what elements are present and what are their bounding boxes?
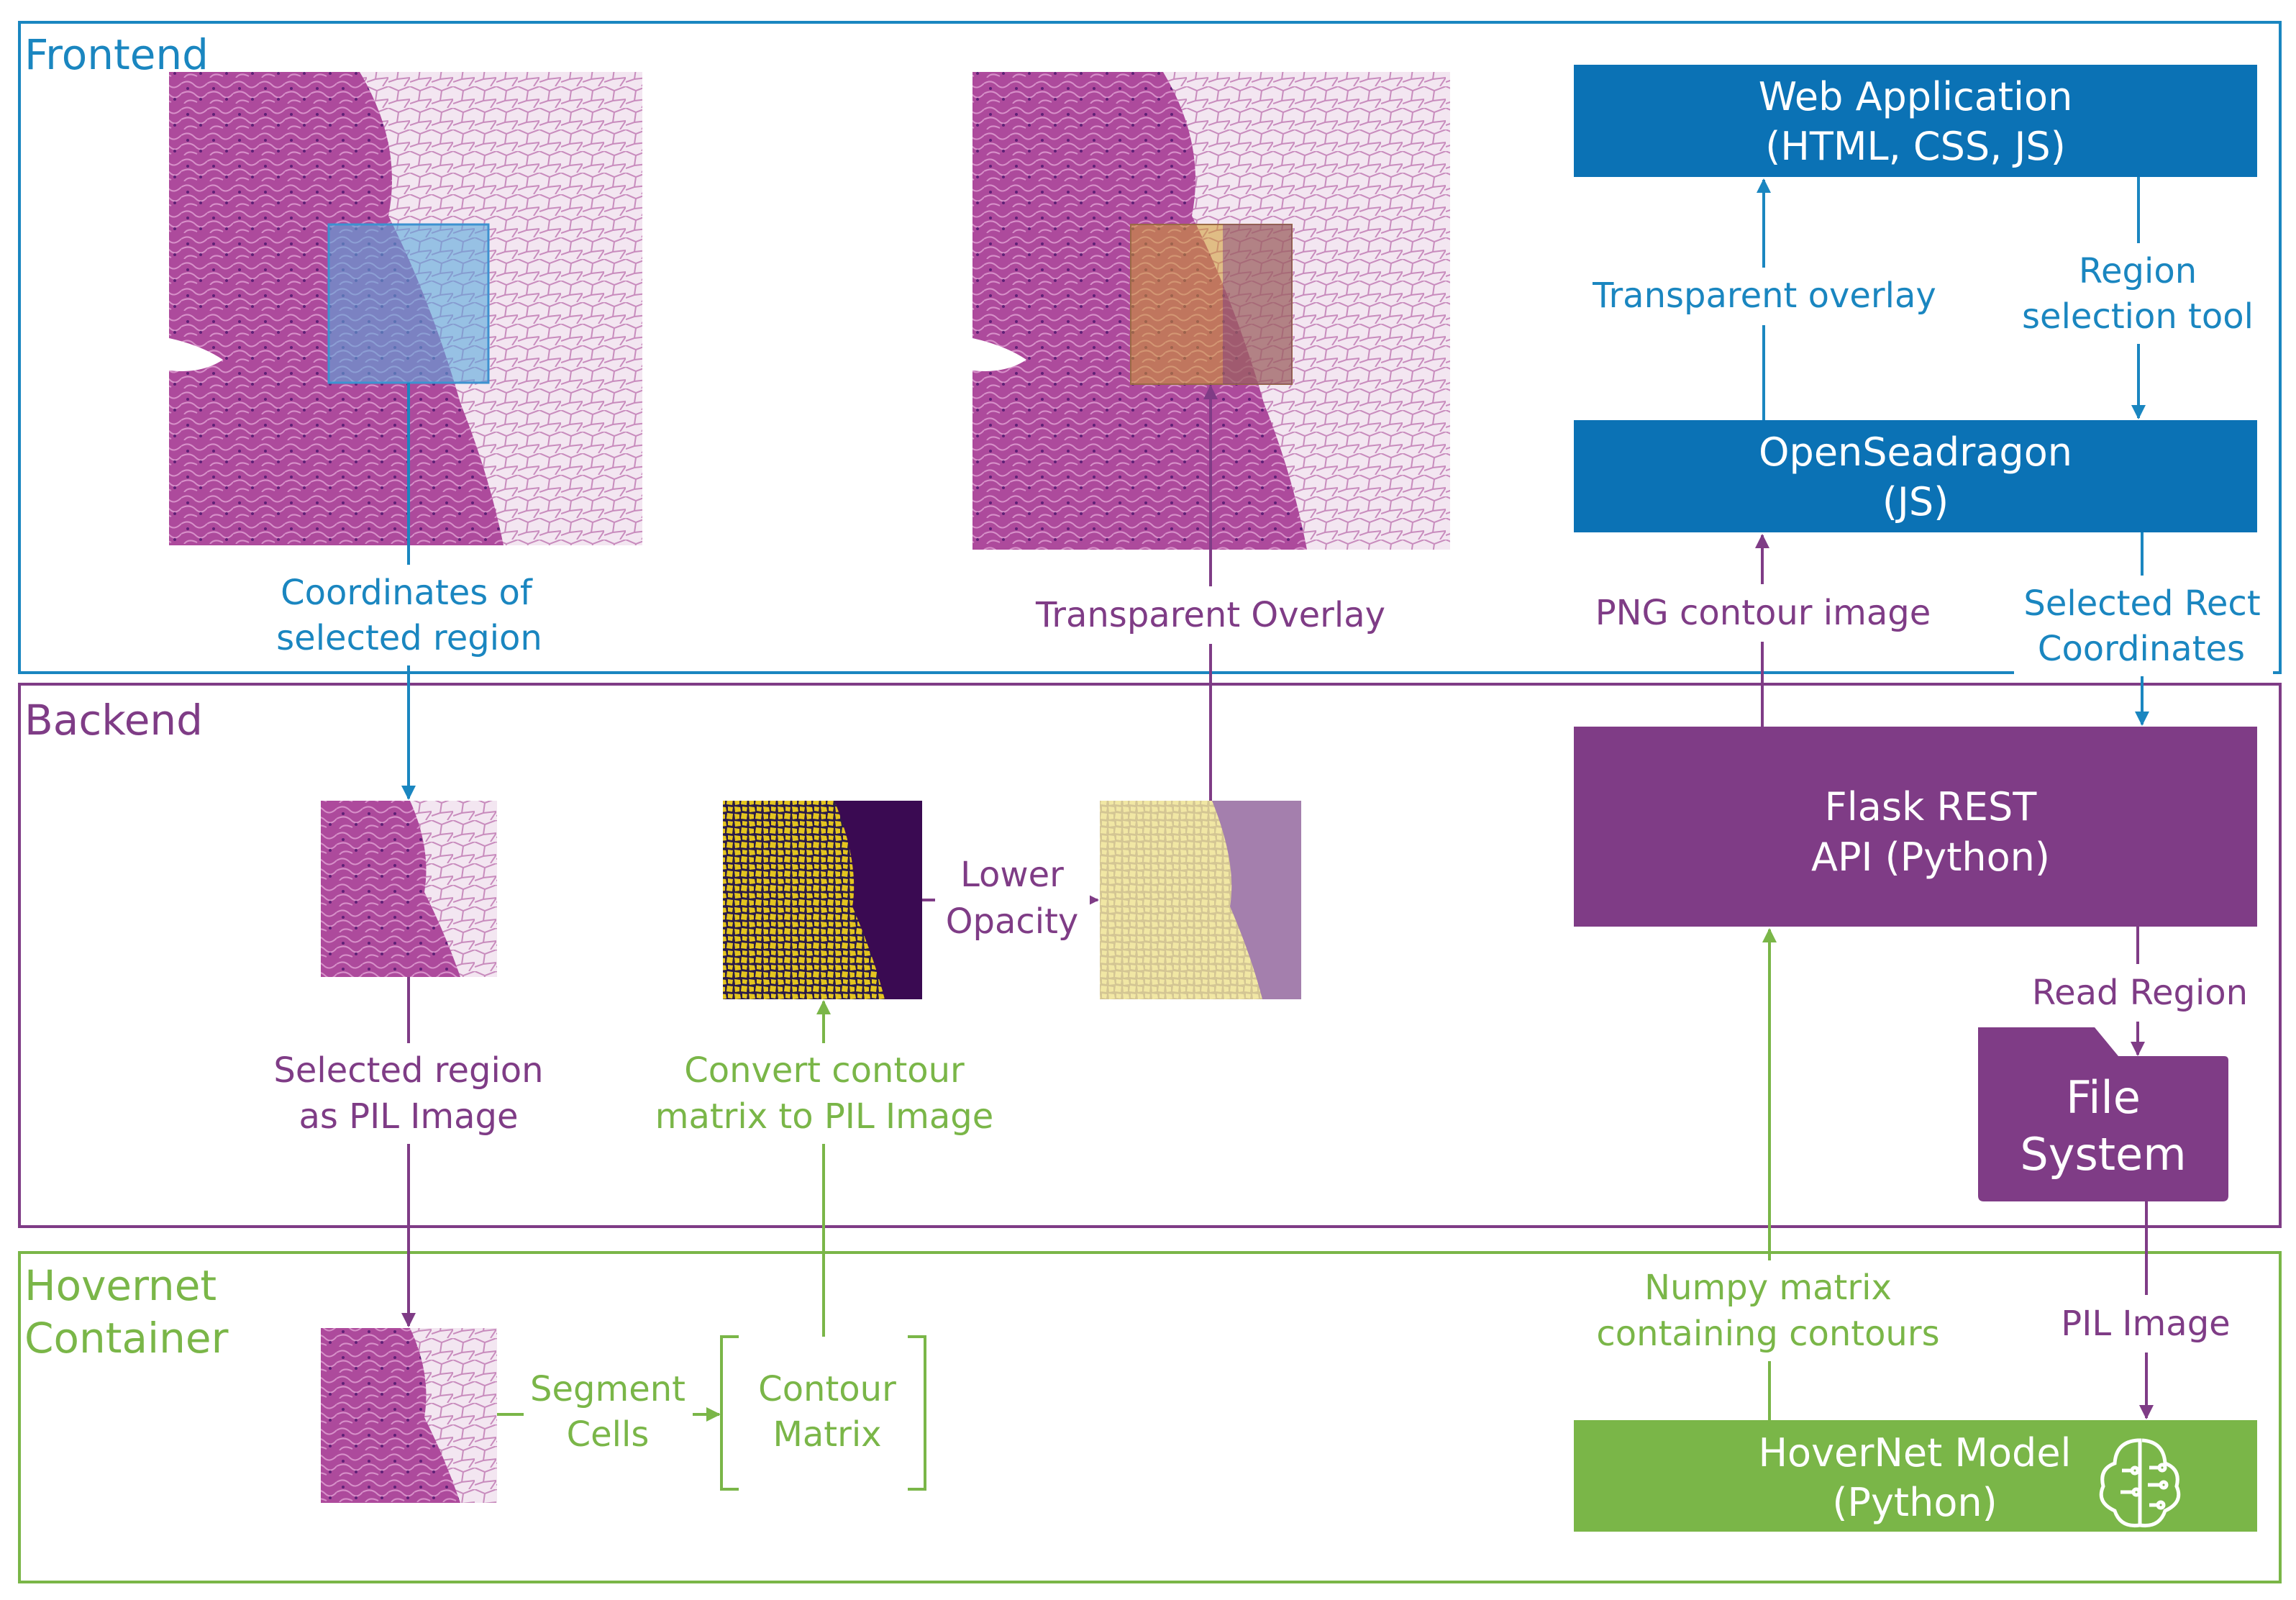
selection-rectangle — [327, 223, 490, 384]
label-selected-pil: Selected region as PIL Image — [266, 1043, 554, 1144]
svg-text:PIL Image: PIL Image — [2061, 1304, 2230, 1344]
flask-api-box: Flask REST API (Python) — [1574, 727, 2257, 927]
svg-text:API (Python): API (Python) — [1811, 835, 2050, 880]
low-opacity-image — [1100, 801, 1301, 999]
svg-text:Convert contour: Convert contour — [684, 1050, 965, 1091]
svg-text:Selected region: Selected region — [273, 1050, 543, 1091]
svg-text:Lower: Lower — [960, 855, 1064, 895]
hovernet-input-image — [321, 1328, 497, 1503]
backend-title: Backend — [24, 696, 203, 745]
hovernet-model-box: HoverNet Model (Python) — [1574, 1420, 2257, 1532]
contour-matrix-bracket — [720, 1335, 926, 1491]
label-contour-matrix: Contour Matrix — [758, 1369, 896, 1455]
svg-text:Matrix: Matrix — [773, 1414, 881, 1455]
openseadragon-box: OpenSeadragon (JS) — [1574, 420, 2257, 532]
label-numpy-matrix: Numpy matrix containing contours — [1595, 1260, 1941, 1361]
svg-text:Cells: Cells — [567, 1414, 650, 1455]
svg-text:(JS): (JS) — [1882, 479, 1949, 524]
svg-text:Selected Rect: Selected Rect — [2023, 583, 2260, 624]
label-transparent-overlay-left: Transparent Overlay — [1029, 586, 1392, 644]
svg-text:OpenSeadragon: OpenSeadragon — [1759, 429, 2072, 475]
label-read-region: Read Region — [2025, 964, 2255, 1022]
svg-text:Coordinates: Coordinates — [2038, 629, 2245, 669]
selected-region-image — [321, 801, 497, 977]
label-png-contour: PNG contour image — [1582, 584, 1942, 642]
svg-text:selection tool: selection tool — [2022, 296, 2254, 337]
svg-text:Coordinates of: Coordinates of — [281, 573, 533, 613]
label-pil-image: PIL Image — [2046, 1295, 2248, 1353]
svg-text:(HTML, CSS, JS): (HTML, CSS, JS) — [1765, 124, 2066, 169]
frontend-section — [18, 21, 2282, 674]
svg-text:Region: Region — [2079, 251, 2197, 291]
backend-section — [18, 683, 2282, 1228]
svg-text:System: System — [2020, 1128, 2186, 1181]
svg-text:HoverNet Model: HoverNet Model — [1758, 1430, 2071, 1476]
svg-text:PNG contour image: PNG contour image — [1595, 593, 1931, 633]
overlay-region — [1130, 224, 1293, 385]
svg-text:Contour: Contour — [758, 1369, 896, 1409]
svg-text:selected region: selected region — [276, 618, 542, 658]
brain-circuit-icon — [2099, 1438, 2181, 1528]
svg-text:as PIL Image: as PIL Image — [299, 1096, 518, 1137]
label-lower-opacity: Lower Opacity — [935, 847, 1090, 953]
label-segment-cells: Segment Cells — [524, 1362, 693, 1467]
contour-matrix-image — [723, 801, 922, 999]
slide-image-selection — [169, 72, 642, 545]
svg-text:File: File — [2066, 1071, 2141, 1124]
svg-text:Web Application: Web Application — [1759, 74, 2073, 119]
svg-text:Opacity: Opacity — [946, 901, 1079, 942]
svg-text:Transparent overlay: Transparent overlay — [1592, 276, 1936, 316]
label-selected-rect: Selected Rect Coordinates — [2014, 576, 2273, 676]
svg-text:(Python): (Python) — [1832, 1480, 1997, 1525]
file-system-folder: File System — [1978, 1027, 2228, 1201]
hovernet-title-line2: Container — [24, 1314, 229, 1363]
label-convert-contour: Convert contour matrix to PIL Image — [647, 1043, 1000, 1144]
svg-text:Segment: Segment — [530, 1369, 685, 1409]
svg-text:Flask REST: Flask REST — [1825, 784, 2038, 829]
svg-text:matrix to PIL Image: matrix to PIL Image — [655, 1096, 994, 1137]
web-application-box: Web Application (HTML, CSS, JS) — [1574, 65, 2257, 177]
svg-text:Numpy matrix: Numpy matrix — [1644, 1268, 1892, 1308]
svg-text:containing contours: containing contours — [1596, 1314, 1939, 1354]
svg-text:Transparent Overlay: Transparent Overlay — [1035, 595, 1385, 635]
label-coordinates: Coordinates of selected region — [270, 565, 550, 665]
label-transparent-overlay-right: Transparent overlay — [1590, 268, 1939, 325]
label-region-selection: Region selection tool — [2018, 243, 2266, 344]
hovernet-section — [18, 1251, 2282, 1583]
svg-text:Read Region: Read Region — [2032, 973, 2248, 1013]
hovernet-title-line1: Hovernet — [24, 1261, 217, 1310]
frontend-title: Frontend — [24, 30, 209, 79]
